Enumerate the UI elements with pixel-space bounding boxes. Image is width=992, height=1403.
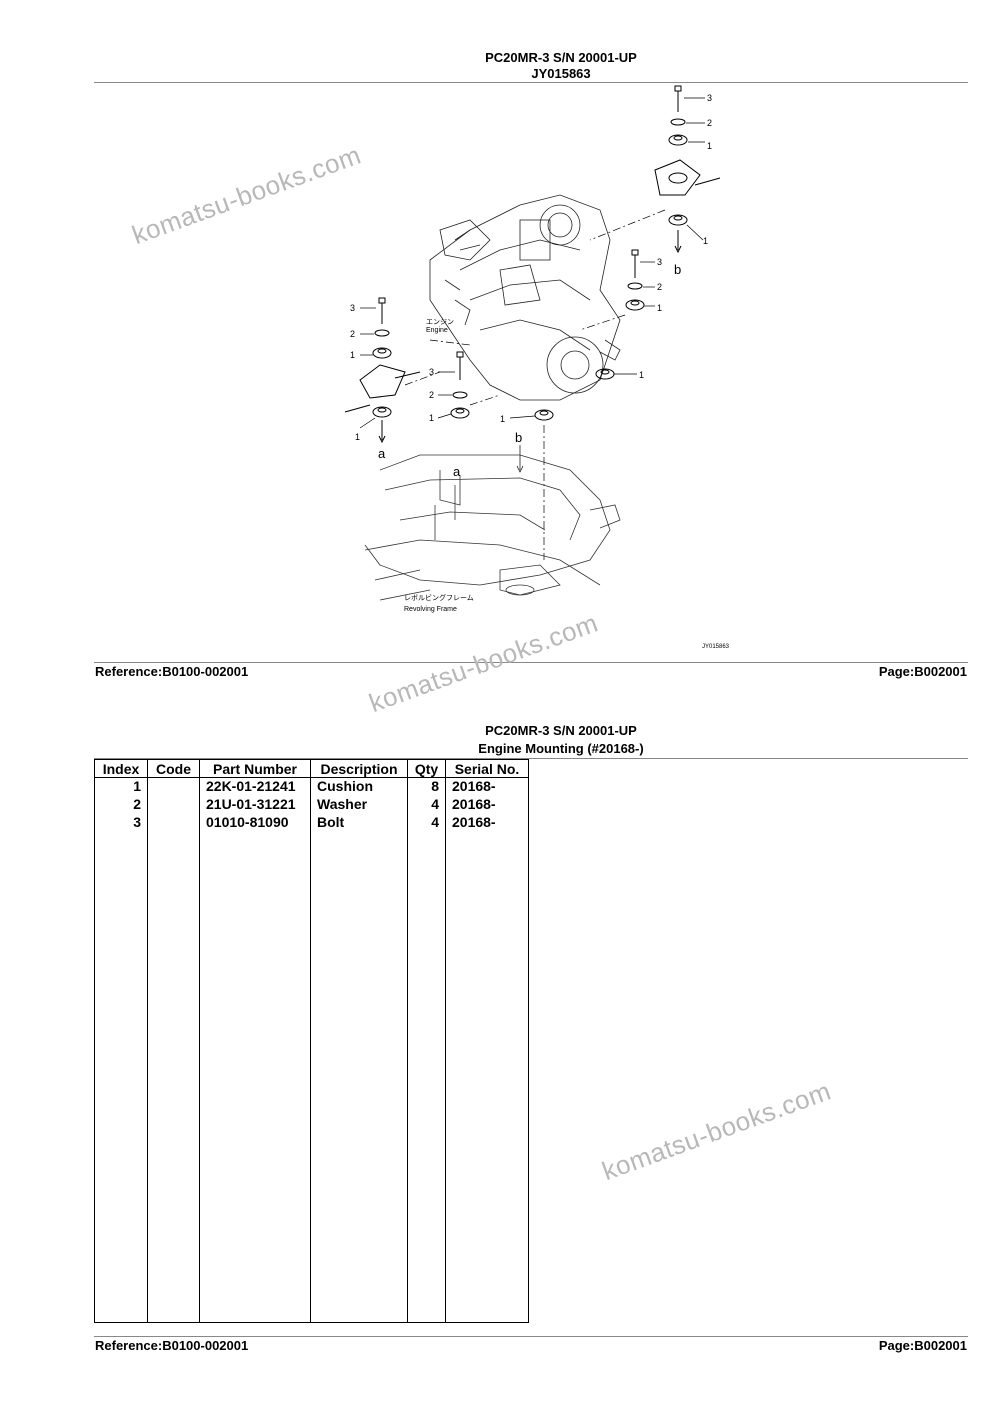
cell-serial: 20168-: [445, 814, 529, 832]
cell-code: [147, 777, 200, 796]
header-divider: [94, 758, 968, 759]
callout-label: 3: [350, 303, 355, 313]
engine-drawing: [429, 194, 621, 401]
cell-description: Cushion: [310, 777, 408, 796]
revolving-frame-drawing: [364, 454, 621, 601]
table-filler-row: [94, 832, 529, 1323]
arrow-label-a: a: [378, 446, 386, 461]
callout-label: 1: [429, 413, 434, 423]
cell-description: Washer: [310, 796, 408, 814]
cell-code: [147, 796, 200, 814]
footer-divider: [94, 1336, 968, 1337]
cell-serial: 20168-: [445, 796, 529, 814]
callout-label: 3: [429, 367, 434, 377]
reference-label: Reference:B0100-002001: [95, 664, 249, 679]
cell-serial: 20168-: [445, 777, 529, 796]
reference-label: Reference:B0100-002001: [95, 1338, 249, 1353]
cell-qty: 4: [407, 796, 446, 814]
table-row: 1 22K-01-21241 Cushion 8 20168-: [94, 777, 529, 796]
cell-part-number: 01010-81090: [199, 814, 311, 832]
table-row: 2 21U-01-31221 Washer 4 20168-: [94, 796, 529, 814]
table-row: 3 01010-81090 Bolt 4 20168-: [94, 814, 529, 832]
callout-label: 1: [707, 141, 712, 151]
table-header-row: Index Code Part Number Description Qty S…: [94, 759, 529, 778]
cell-index: 3: [94, 814, 148, 832]
bolt-stack-left: [344, 297, 421, 444]
callout-label: 1: [500, 414, 505, 424]
cell-qty: 8: [407, 777, 446, 796]
column-header-serial: Serial No.: [445, 759, 529, 778]
footer-divider: [94, 662, 968, 663]
bolt-stack-top-right: [668, 85, 688, 254]
column-header-qty: Qty: [407, 759, 446, 778]
engine-label-jp: エンジン: [426, 319, 454, 326]
cell-index: 2: [94, 796, 148, 814]
parts-table: Index Code Part Number Description Qty S…: [94, 759, 529, 1323]
callout-label: 1: [703, 236, 708, 246]
arrow-label-b: b: [674, 262, 681, 277]
frame-label: Revolving Frame: [404, 606, 457, 613]
page-title: PC20MR-3 S/N 20001-UP: [485, 723, 637, 738]
frame-label-jp: レボルビングフレーム: [404, 593, 474, 602]
column-header-description: Description: [310, 759, 408, 778]
page-title: PC20MR-3 S/N 20001-UP: [485, 50, 637, 65]
cell-index: 1: [94, 777, 148, 796]
bolt-stack-center: [450, 351, 554, 421]
callout-label: 2: [429, 390, 434, 400]
page-subtitle: JY015863: [531, 66, 591, 81]
engine-mounting-diagram: 3 2 1 1 3 2 1 1 3 2 1 1 3 2 1 1 1 a b a …: [344, 85, 730, 650]
page-number: Page:B002001: [878, 1338, 967, 1353]
callout-label: 3: [707, 93, 712, 103]
watermark-text: komatsu-books.com: [598, 1075, 835, 1187]
callout-label: 3: [657, 257, 662, 267]
figure-code: JY015863: [702, 644, 730, 650]
bolt-stack-right: [595, 249, 645, 380]
column-header-code: Code: [147, 759, 200, 778]
header-divider: [94, 82, 968, 83]
cell-part-number: 21U-01-31221: [199, 796, 311, 814]
callout-label: 1: [639, 370, 644, 380]
column-header-part-number: Part Number: [199, 759, 311, 778]
page-number: Page:B002001: [878, 664, 967, 679]
arrow-label-a: a: [453, 464, 461, 479]
callout-label: 2: [707, 118, 712, 128]
engine-label: Engine: [426, 327, 448, 334]
cell-part-number: 22K-01-21241: [199, 777, 311, 796]
callout-label: 2: [350, 329, 355, 339]
callout-label: 2: [657, 282, 662, 292]
callout-label: 1: [355, 432, 360, 442]
page-subtitle: Engine Mounting (#20168-): [478, 741, 644, 756]
arrow-label-b: b: [515, 430, 522, 445]
cell-description: Bolt: [310, 814, 408, 832]
column-header-index: Index: [94, 759, 148, 778]
cell-qty: 4: [407, 814, 446, 832]
callout-label: 1: [350, 350, 355, 360]
callout-label: 1: [657, 303, 662, 313]
cell-code: [147, 814, 200, 832]
